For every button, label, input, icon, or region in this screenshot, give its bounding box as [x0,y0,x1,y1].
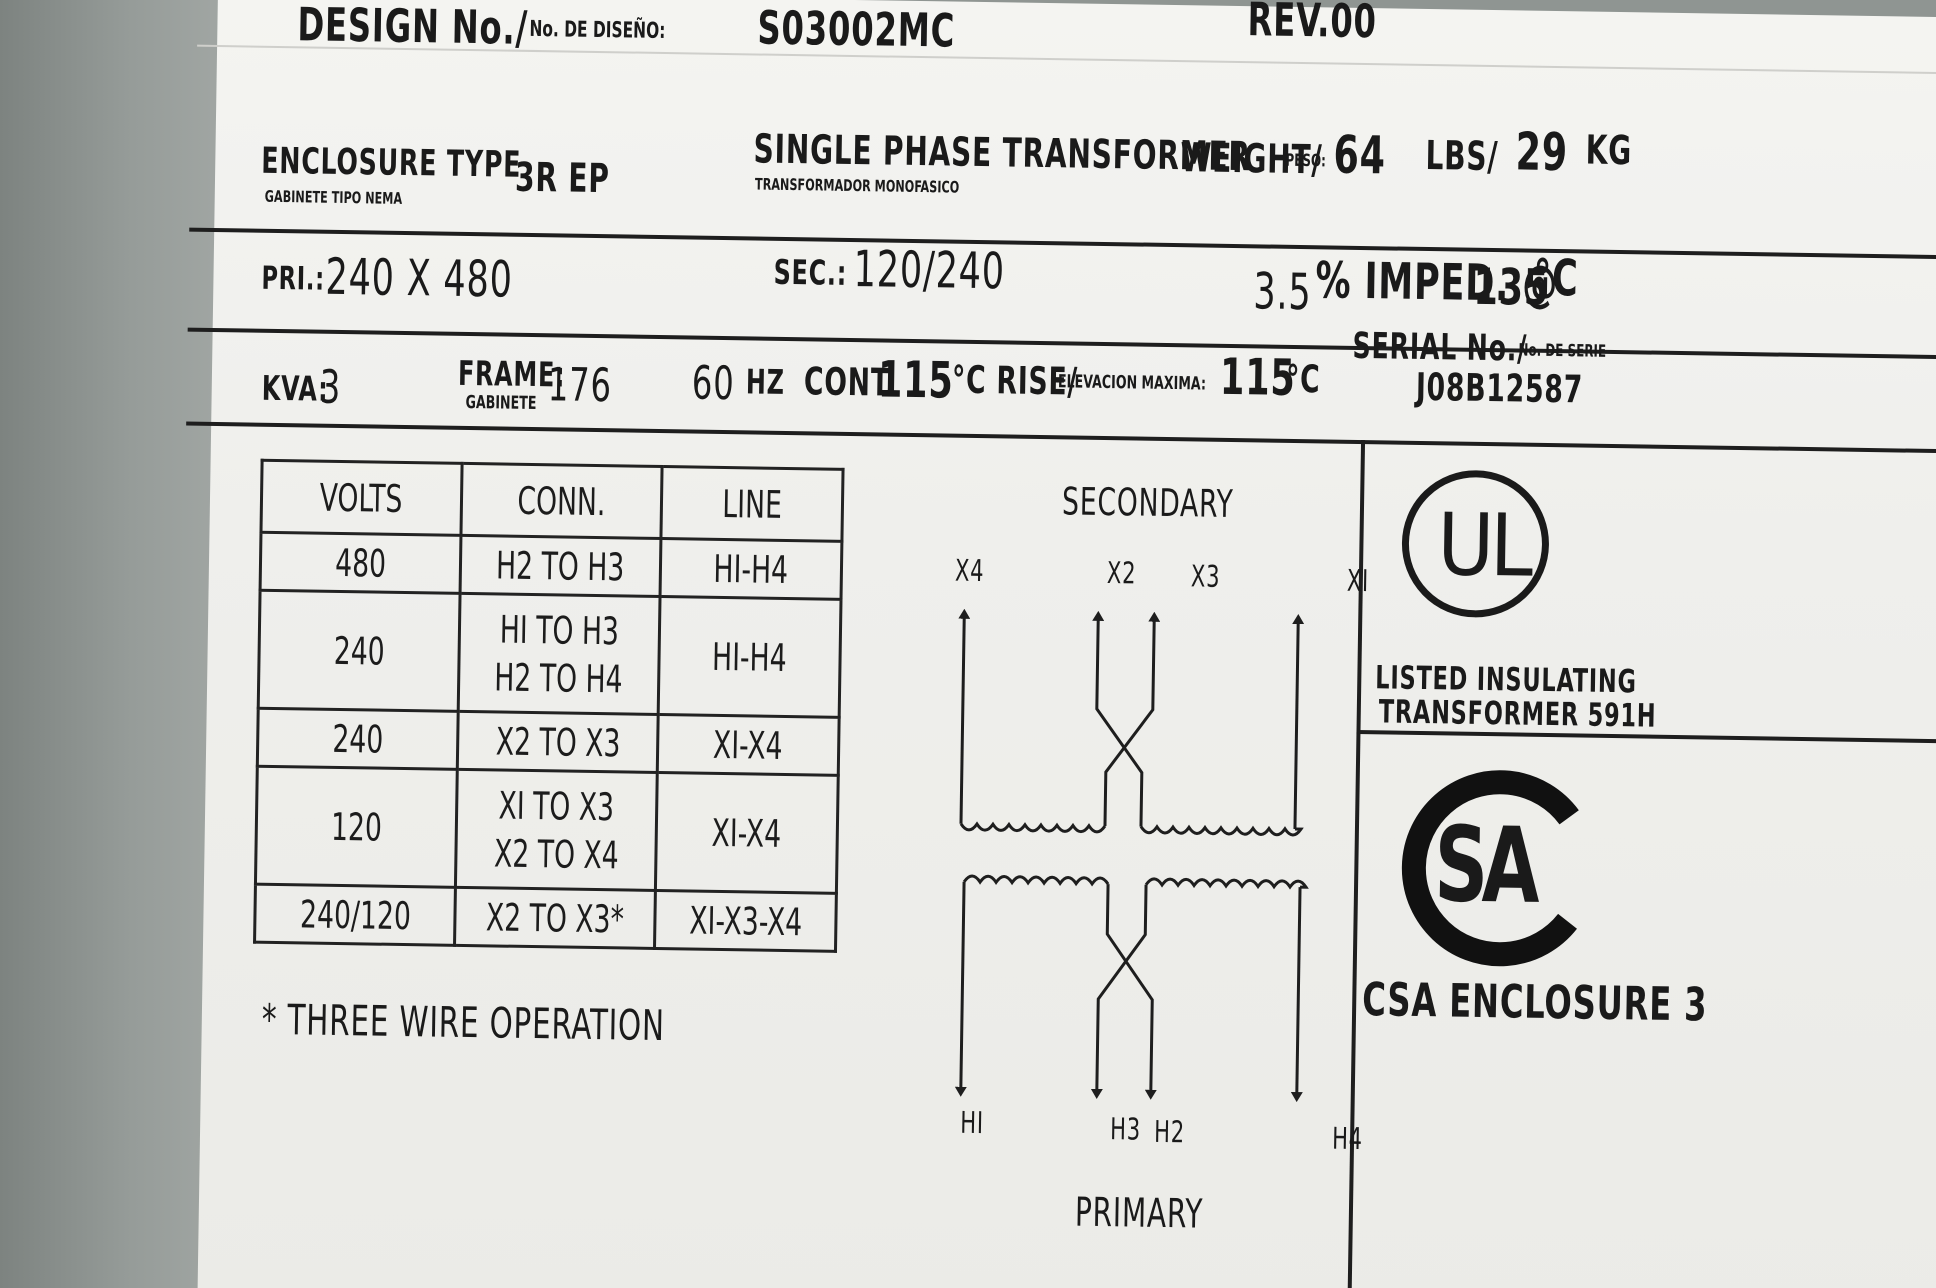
kg-unit: KG [1585,127,1633,175]
terminal-h4: H4 [1331,1121,1364,1158]
primary-cross-a [1105,884,1157,1100]
csa-enclosure-text: CSA ENCLOSURE 3 [1361,972,1708,1032]
revision: REV.00 [1247,0,1378,49]
primary-lead-h1 [954,881,967,1097]
primary-coil-left [962,874,1110,887]
serial-label: SERIAL No./ [1352,325,1528,370]
rise-unit: °C [1285,356,1321,402]
secondary-coil-right [1139,824,1304,837]
rise-value: 115 [1219,347,1297,407]
impedance-value: 3.5 [1252,262,1312,322]
ul-logo [1401,470,1549,618]
weight-lbs: 64 [1333,125,1387,187]
terminal-x1: XI [1346,563,1370,600]
impedance-unit: °C [1533,248,1579,308]
weight-kg: 29 [1515,122,1569,184]
primary-cross-b [1090,884,1148,1099]
ul-listing-line2: TRANSFORMER 591H [1378,692,1657,735]
csa-logo-text: SA [1433,803,1535,927]
lbs-unit: LBS/ [1425,132,1499,181]
csa-logo [1401,770,1579,967]
weight-label-es: PESO: [1285,150,1327,172]
nameplate: DESIGN No./ No. DE DISEÑO: S03002MC REV.… [186,0,1936,1288]
serial-label-es: No. DE SERIE [1518,340,1607,362]
ul-logo-text: UL [1436,495,1530,597]
secondary-cross-a [1103,611,1161,827]
primary-coil-right [1144,877,1309,890]
secondary-cross-b [1092,610,1144,827]
secondary-lead-x1 [1292,614,1305,830]
secondary-lead-x4 [958,608,971,824]
wiring-diagram [954,608,1309,1103]
secondary-coil-left [959,821,1107,834]
serial-value: J08B12587 [1415,364,1584,412]
primary-lead-h4 [1290,887,1303,1103]
